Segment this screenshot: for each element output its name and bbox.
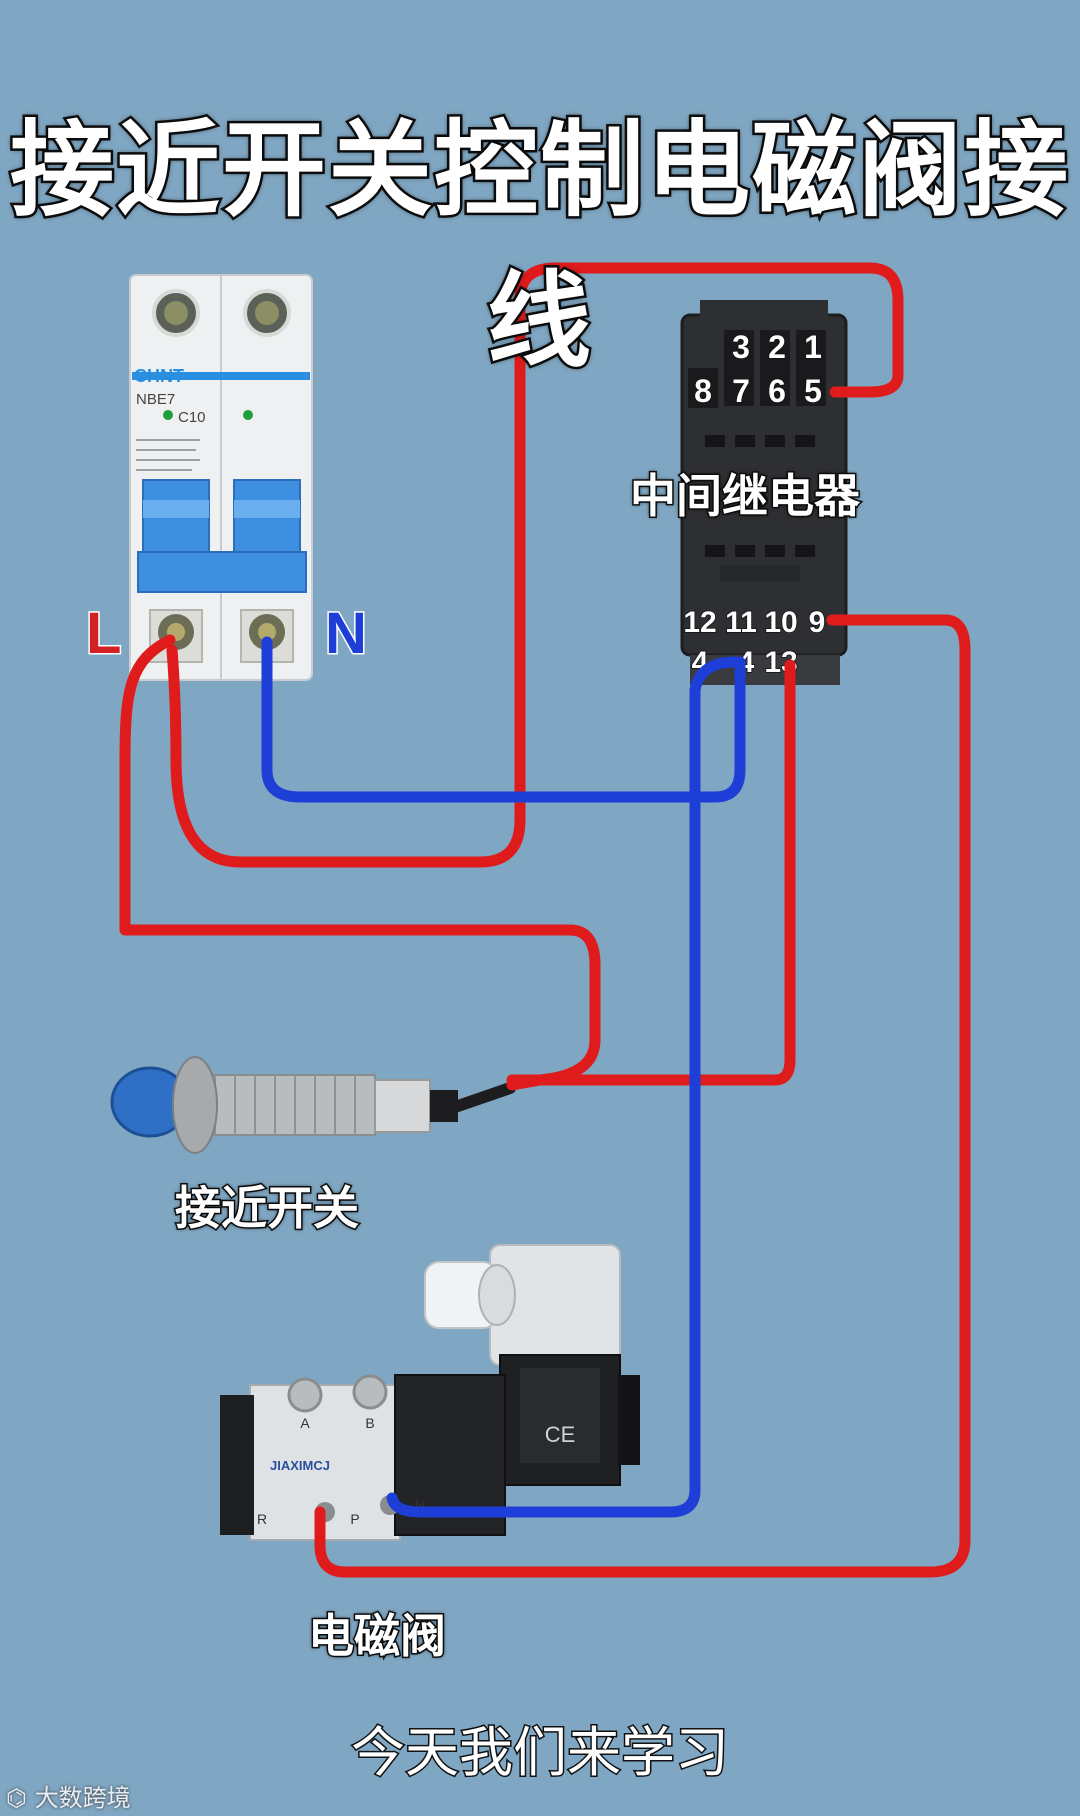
breaker-model: NBE7 [136,391,175,408]
valve-brand: JIAXIMCJ [270,1458,330,1473]
valve-port-b: B [365,1415,374,1431]
watermark-text: 大数跨境 [34,1784,131,1812]
circuit-breaker: CHNT NBE7 C10 [129,274,313,681]
valve-port-n: N [415,1497,425,1513]
relay-terminal-12: 12 [683,606,716,639]
relay-socket: 3 2 1 8 7 6 5 12 11 10 9 4 4 13 [680,300,848,685]
valve-port-a: A [300,1415,310,1431]
breaker-rating: C10 [178,409,206,426]
valve-port-p: P [350,1511,359,1527]
label-solenoid-valve: 电磁阀 [307,1608,448,1665]
breaker-top-screw-left [152,289,200,337]
label-neutral-N: N [324,600,369,668]
relay-terminal-2: 2 [768,329,786,365]
label-relay: 中间继电器 [629,468,862,525]
breaker-brand: CHNT [134,366,184,386]
relay-terminal-9: 9 [809,606,826,639]
breaker-top-screw-right [243,289,291,337]
relay-terminal-8: 8 [694,373,712,409]
relay-terminal-6: 6 [768,373,786,409]
solenoid-valve: CE A B JIAXIMCJ R P N [220,1244,640,1541]
relay-terminal-11: 11 [725,606,757,639]
relay-terminal-1: 1 [804,329,822,365]
proximity-sensor [110,1056,516,1154]
relay-terminal-7: 7 [732,373,750,409]
svg-text:CE: CE [545,1422,576,1447]
watermark-logo-icon: ⌬ [6,1784,35,1812]
wires [119,262,971,1578]
relay-terminal-10: 10 [764,606,797,639]
relay-terminal-5: 5 [804,373,822,409]
wire-red-breaker-to-sensor [119,634,601,1091]
page-title: 接近开关控制电磁阀接线 [7,107,1070,385]
relay-terminal-3: 3 [732,329,750,365]
label-proximity-switch: 接近开关 [174,1180,361,1237]
video-subtitle: 今天我们来学习 [350,1720,731,1786]
wire-red-breaker-to-relay-5 [166,262,904,868]
watermark: ⌬ 大数跨境 [6,1778,131,1813]
wire-blue-relay-4-to-valve [386,656,741,1518]
label-live-L: L [84,600,122,668]
valve-port-r: R [257,1511,267,1527]
wire-red-sensor-to-relay-13 [506,659,796,1086]
wire-blue-breaker-to-relay-4 [261,636,746,803]
wire-red-relay-9-to-valve [314,614,971,1578]
